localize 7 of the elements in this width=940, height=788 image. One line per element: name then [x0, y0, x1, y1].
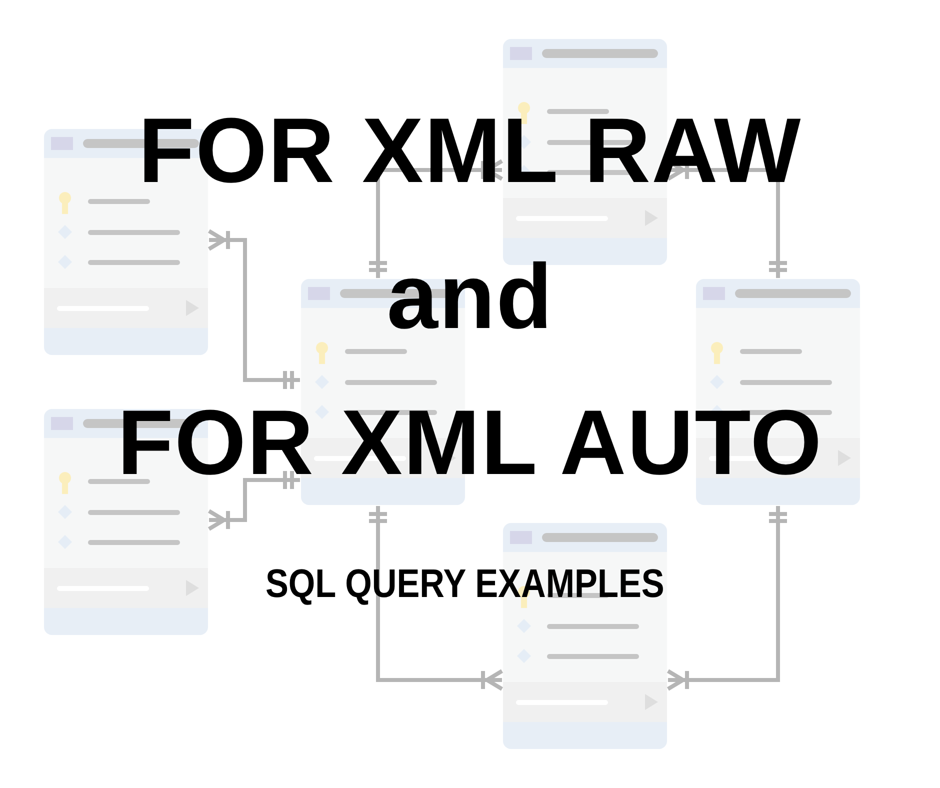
relationship-line	[207, 471, 300, 531]
relationship-line	[369, 506, 504, 691]
relationship-line	[207, 229, 300, 389]
relationship-line	[369, 159, 504, 278]
subtitle: SQL QUERY EXAMPLES	[266, 561, 664, 608]
title: FOR XML RAW and FOR XML AUTO	[116, 99, 824, 496]
relationship-line	[666, 506, 787, 691]
